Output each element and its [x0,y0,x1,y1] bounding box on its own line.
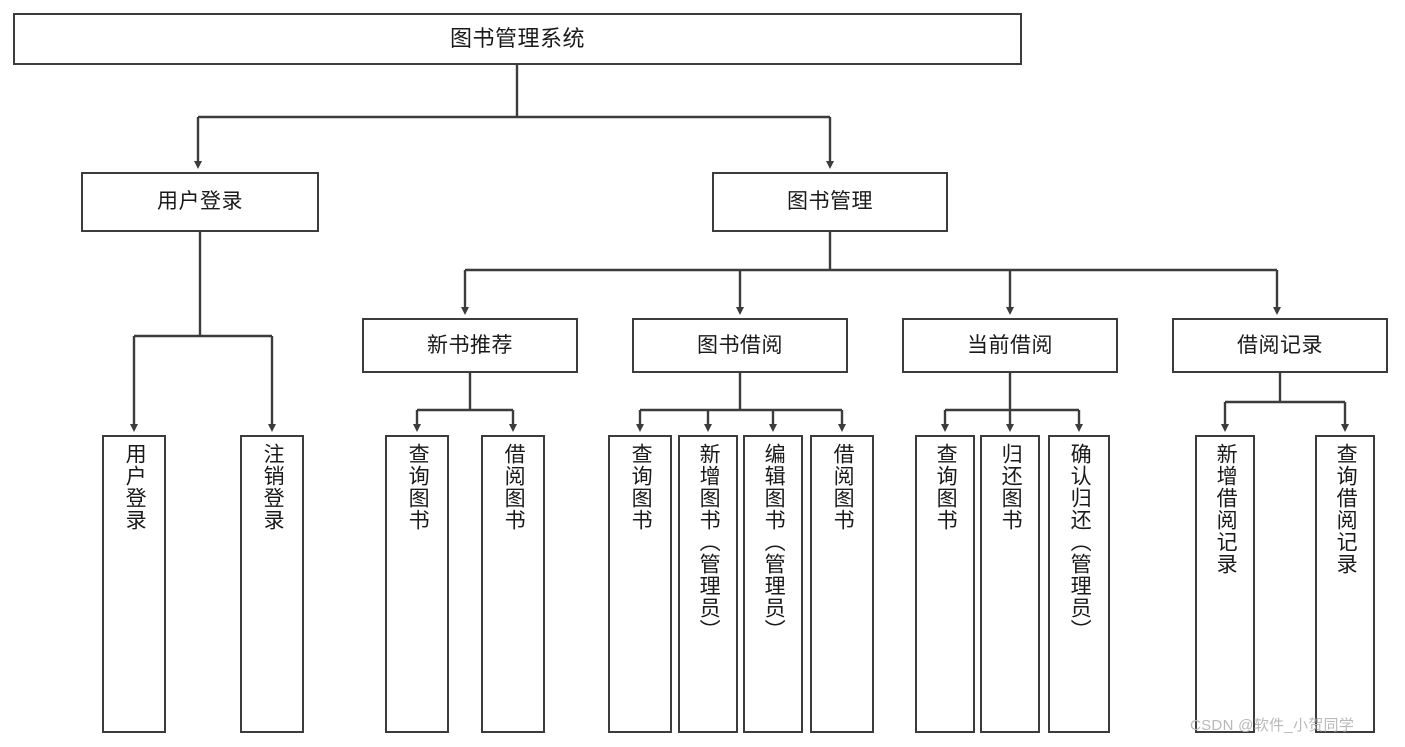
node-borrow-record[interactable]: 借阅记录 [1172,318,1388,373]
node-label: 查询图书 [934,443,958,531]
leaf-borrow-book-1[interactable]: 借阅图书 [481,435,545,733]
csdn-watermark: CSDN @软件_小贺同学 [1190,717,1355,734]
node-current-borrow[interactable]: 当前借阅 [902,318,1118,373]
node-book-borrow[interactable]: 图书借阅 [632,318,848,373]
leaf-query-borrow-record[interactable]: 查询借阅记录 [1315,435,1375,733]
node-label: 注销登录 [261,443,285,531]
leaf-query-book-1[interactable]: 查询图书 [385,435,449,733]
leaf-query-book-2[interactable]: 查询图书 [608,435,672,733]
node-label: 查询图书 [406,443,430,531]
node-label: 借阅图书 [502,443,526,531]
node-label: 当前借阅 [967,333,1053,357]
node-label: 查询图书 [629,443,653,531]
node-label: 查询借阅记录 [1334,443,1358,575]
node-label: 用户登录 [123,443,147,531]
node-label: 归还图书 [999,443,1023,531]
leaf-return-book[interactable]: 归还图书 [980,435,1040,733]
leaf-confirm-return-admin[interactable]: 确认归还（管理员） [1048,435,1110,733]
leaf-add-book-admin[interactable]: 新增图书（管理员） [678,435,738,733]
node-label: 新增借阅记录 [1214,443,1238,575]
node-new-book-recommend[interactable]: 新书推荐 [362,318,578,373]
node-label: 确认归还（管理员） [1068,443,1092,641]
node-root-system[interactable]: 图书管理系统 [13,13,1022,65]
node-label: 图书借阅 [697,333,783,357]
node-label: 用户登录 [157,190,243,214]
leaf-user-login[interactable]: 用户登录 [102,435,166,733]
leaf-borrow-book-2[interactable]: 借阅图书 [810,435,874,733]
node-label: 图书管理 [787,190,873,214]
node-book-manage[interactable]: 图书管理 [712,172,948,232]
node-label: 新书推荐 [427,333,513,357]
node-label: 新增图书（管理员） [697,443,721,641]
node-label: 图书管理系统 [449,25,585,51]
node-label: 借阅图书 [831,443,855,531]
node-label: 编辑图书（管理员） [762,443,786,641]
node-user-login[interactable]: 用户登录 [81,172,319,232]
leaf-edit-book-admin[interactable]: 编辑图书（管理员） [743,435,803,733]
leaf-query-book-3[interactable]: 查询图书 [915,435,975,733]
node-label: 借阅记录 [1237,333,1323,357]
leaf-logout-login[interactable]: 注销登录 [240,435,304,733]
leaf-add-borrow-record[interactable]: 新增借阅记录 [1195,435,1255,733]
